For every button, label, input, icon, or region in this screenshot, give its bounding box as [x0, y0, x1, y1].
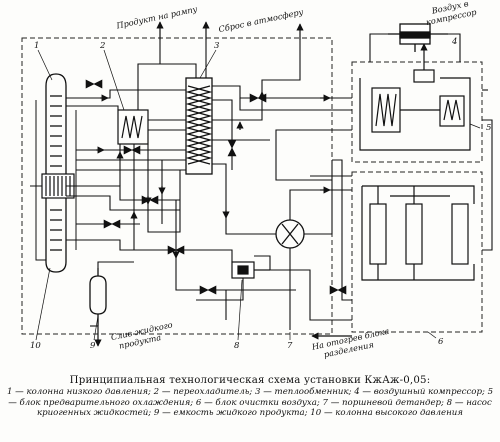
process-piping [66, 33, 493, 330]
air-compressor-4 [388, 23, 448, 52]
caption-legend: 1 — колонна низкого давления; 2 — переох… [6, 387, 494, 419]
label-number-5: 5 [486, 123, 491, 133]
label-product-to-ramp: Продукт на рампу [114, 4, 198, 31]
label-number-4: 4 [451, 37, 457, 47]
label-number-6: 6 [438, 337, 444, 347]
subcooler-2 [117, 109, 149, 145]
heat-exchanger-3 [185, 77, 213, 175]
dashed-enclosure-block-6 [351, 171, 483, 333]
column-low-pressure-1 [45, 73, 67, 273]
purification-unit-6 [361, 185, 475, 281]
label-vent-to-atmosphere: Сброс в атмосферу [218, 6, 305, 34]
label-number-9: 9 [90, 341, 96, 351]
figure-caption: Принципиальная технологическая схема уст… [6, 375, 494, 419]
precooling-unit-5 [359, 52, 471, 151]
label-number-8: 8 [234, 341, 240, 351]
label-number-1: 1 [34, 41, 39, 51]
label-number-7: 7 [287, 341, 293, 351]
cryogenic-pump-8 [231, 261, 270, 279]
label-number-3: 3 [214, 41, 219, 51]
caption-title: Принципиальная технологическая схема уст… [69, 375, 431, 386]
dashed-enclosure-block-5 [351, 61, 483, 163]
label-number-10: 10 [30, 341, 41, 351]
flow-arrows [94, 21, 428, 347]
piston-expander-7 [275, 219, 305, 249]
valves [85, 79, 347, 295]
label-number-2: 2 [99, 41, 105, 51]
scheme-drawing: 1 2 3 4 5 6 7 8 9 10 Продукт на рампу Сб… [21, 0, 493, 359]
